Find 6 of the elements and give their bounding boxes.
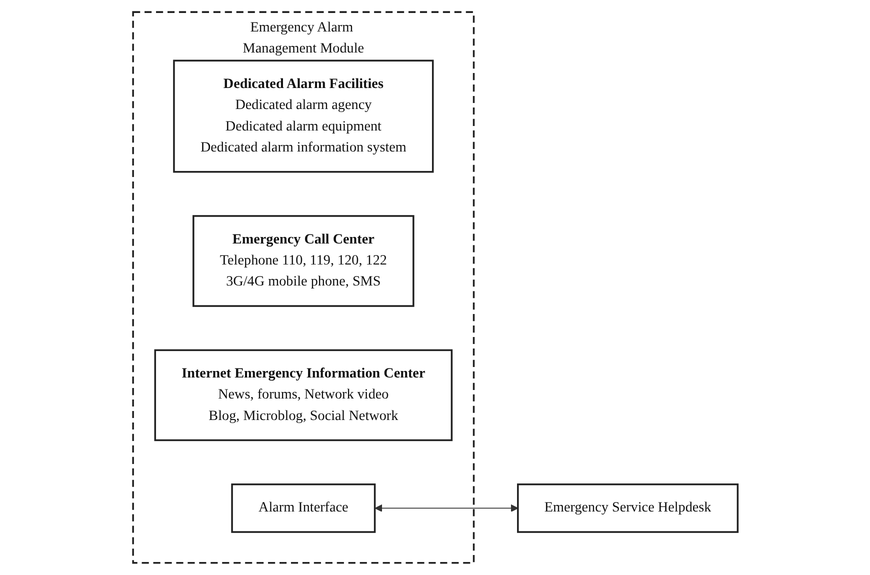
arrow (374, 504, 518, 512)
node-box: Emergency Service Helpdesk (516, 483, 738, 533)
node-box: Dedicated Alarm Facilities Dedicated alarm agency Dedicated alarm equipment Dedicated alarm information system (172, 60, 434, 173)
node-box: Alarm Interface (230, 483, 376, 533)
node-box: Emergency Call Center Telephone 110, 119, 120, 122 3G/4G mobile phone, SMS (192, 215, 414, 307)
node-box: Internet Emergency Information Center News, forums, Network video Blog, Microblog, Social Network (154, 349, 452, 442)
